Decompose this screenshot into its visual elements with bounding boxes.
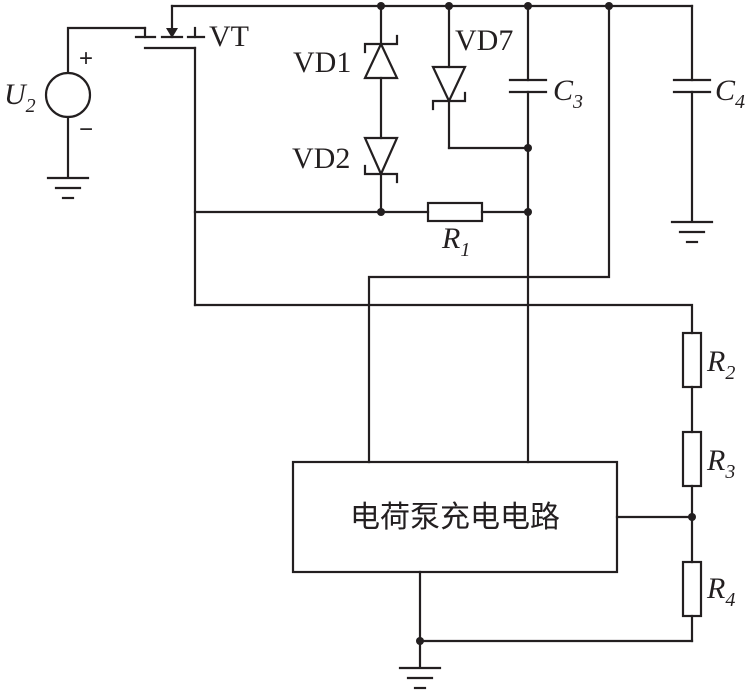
resistor-r4: R4 — [681, 560, 735, 643]
c4-label: C4 — [715, 74, 745, 113]
mosfet-vt: VT — [134, 4, 249, 307]
zener-diode-vd2: VD2 — [292, 136, 399, 214]
vd1-label: VD1 — [293, 46, 351, 79]
minus-sign: − — [79, 116, 93, 143]
bottom-ground — [398, 570, 694, 690]
gate-wire — [193, 303, 694, 335]
top-rail — [170, 2, 694, 10]
zener-diode-vd7: VD7 — [431, 4, 530, 150]
vt-label: VT — [209, 20, 249, 53]
c3-label: C3 — [553, 74, 583, 113]
plus-sign: + — [79, 45, 93, 72]
r1-label: R1 — [441, 222, 470, 261]
r3-label: R3 — [706, 444, 735, 483]
charge-pump-block: 电荷泵充电电路 — [291, 460, 694, 574]
capacitor-c4: C4 — [670, 4, 745, 244]
resistor-r1: R1 — [193, 201, 532, 261]
resistor-r3: R3 — [681, 430, 735, 564]
feedback-wire — [367, 4, 611, 464]
capacitor-c3: C3 — [508, 4, 583, 464]
r4-label: R4 — [706, 572, 735, 611]
zener-diode-vd1: VD1 — [293, 4, 399, 140]
u2-label: U2 — [4, 78, 36, 117]
ground-symbol-source — [46, 176, 90, 200]
vd7-label: VD7 — [455, 24, 513, 57]
r2-label: R2 — [706, 345, 735, 384]
ground-symbol-c4 — [670, 220, 714, 244]
resistor-r2: R2 — [681, 331, 735, 434]
charge-pump-label: 电荷泵充电电路 — [350, 500, 560, 535]
vd2-label: VD2 — [292, 142, 350, 175]
voltage-source-u2: + − U2 — [4, 26, 147, 200]
